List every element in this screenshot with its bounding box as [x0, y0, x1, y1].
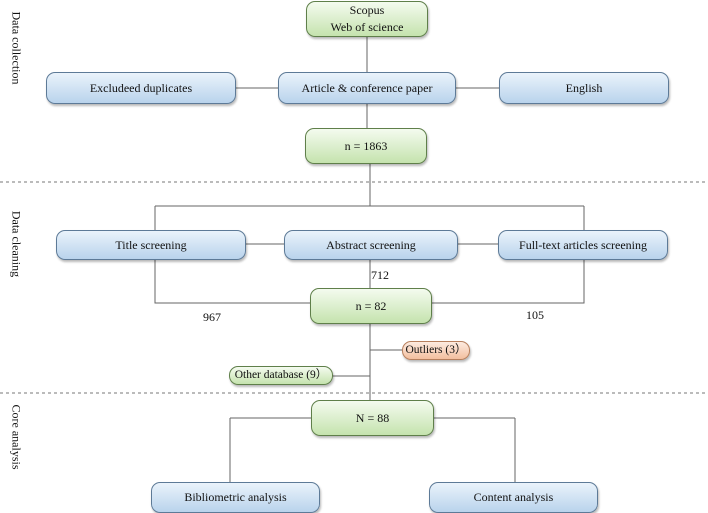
count-abstract-excluded: 712: [371, 268, 389, 282]
source-web-of-science: Web of science: [330, 20, 404, 34]
content-analysis-box: Content analysis: [429, 482, 598, 513]
outliers-box: Outliers (3）: [402, 341, 470, 360]
bibliometric-analysis-box: Bibliometric analysis: [151, 482, 320, 513]
section-label-data-collection: Data collection: [9, 11, 24, 85]
n-82-box: n = 82: [310, 288, 432, 324]
excluded-duplicates-box: Excludeed duplicates: [46, 72, 236, 104]
title-screening-box: Title screening: [56, 230, 246, 260]
other-database-box: Other database (9）: [229, 366, 333, 385]
article-conference-box: Article & conference paper: [278, 72, 456, 104]
connector-fulltext-n82: [432, 258, 585, 304]
english-box: English: [499, 72, 669, 104]
n-1863-box: n = 1863: [305, 128, 427, 164]
section-label-core-analysis: Core analysis: [9, 404, 24, 470]
source-scopus: Scopus: [349, 3, 385, 17]
section-label-data-cleaning: Data cleaning: [9, 210, 24, 278]
n-88-box: N = 88: [311, 400, 434, 436]
sources-box: Scopus Web of science: [306, 1, 428, 37]
abstract-screening-box: Abstract screening: [284, 230, 458, 260]
count-fulltext-excluded: 105: [526, 308, 544, 322]
connector-title-n82: [154, 258, 310, 304]
fulltext-screening-box: Full-text articles screening: [498, 230, 668, 260]
count-title-excluded: 967: [203, 310, 221, 324]
